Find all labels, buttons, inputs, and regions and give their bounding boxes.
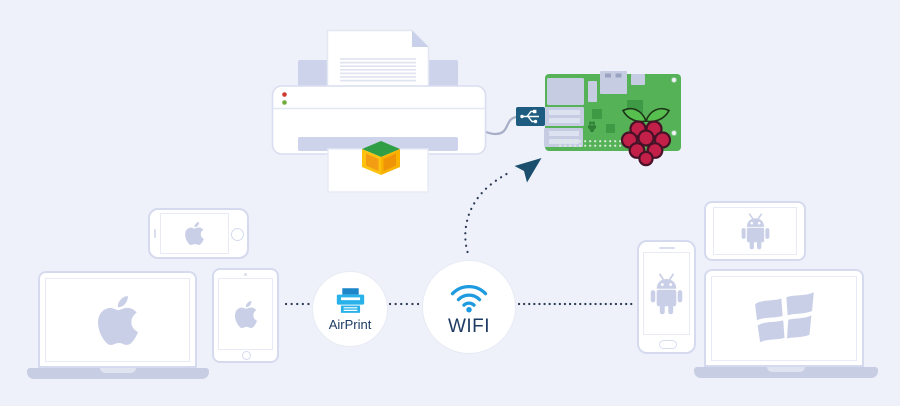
android-phone-speaker xyxy=(658,246,675,249)
pi-chip xyxy=(592,109,602,119)
pi-silkscreen-logo xyxy=(587,121,597,133)
pi-chip-small xyxy=(606,124,615,133)
ethernet-port xyxy=(600,71,627,94)
raspberry-pi-board xyxy=(516,71,681,167)
windows-logo-icon xyxy=(753,291,816,346)
windows-laptop-base xyxy=(694,367,878,378)
android-robot-icon xyxy=(740,213,771,250)
macbook-base xyxy=(27,368,209,379)
wifi-label: WIFI xyxy=(447,316,491,337)
macbook-screen xyxy=(38,271,197,368)
airprint-label: AirPrint xyxy=(328,316,372,332)
status-light-green xyxy=(282,100,287,105)
gpio-header xyxy=(558,139,662,148)
iphone-home-button xyxy=(230,228,244,241)
android-robot-icon xyxy=(649,273,684,315)
ipad-home-button xyxy=(242,350,251,360)
usb-plug-icon xyxy=(516,107,545,126)
apple-logo-icon xyxy=(185,222,204,245)
arrow-head-icon xyxy=(514,158,542,183)
printer-illustration xyxy=(271,29,487,193)
status-light-red xyxy=(282,92,287,97)
iphone-speaker xyxy=(153,229,156,238)
raspberry-pi-logo-icon xyxy=(620,107,672,167)
android-phone-home-button xyxy=(658,339,677,349)
wifi-node: WIFI xyxy=(422,260,516,354)
package-box-icon xyxy=(362,141,400,175)
paper-in xyxy=(326,29,430,88)
printer-icon xyxy=(336,287,364,313)
apple-logo-icon xyxy=(98,296,138,345)
mount-hole xyxy=(671,130,677,136)
android-phone xyxy=(637,240,696,354)
wifi-icon xyxy=(450,285,488,313)
pi-side-port xyxy=(631,74,645,85)
windows-laptop-screen xyxy=(704,269,864,367)
mount-hole xyxy=(671,77,677,83)
pi-top-connector xyxy=(547,78,584,105)
apple-logo-icon xyxy=(235,301,257,328)
airprint-node: AirPrint xyxy=(312,271,388,347)
ipad-camera xyxy=(244,272,247,276)
android-tablet xyxy=(704,201,806,261)
iphone xyxy=(148,208,249,259)
ipad xyxy=(212,268,279,363)
usb-cable xyxy=(484,115,518,136)
